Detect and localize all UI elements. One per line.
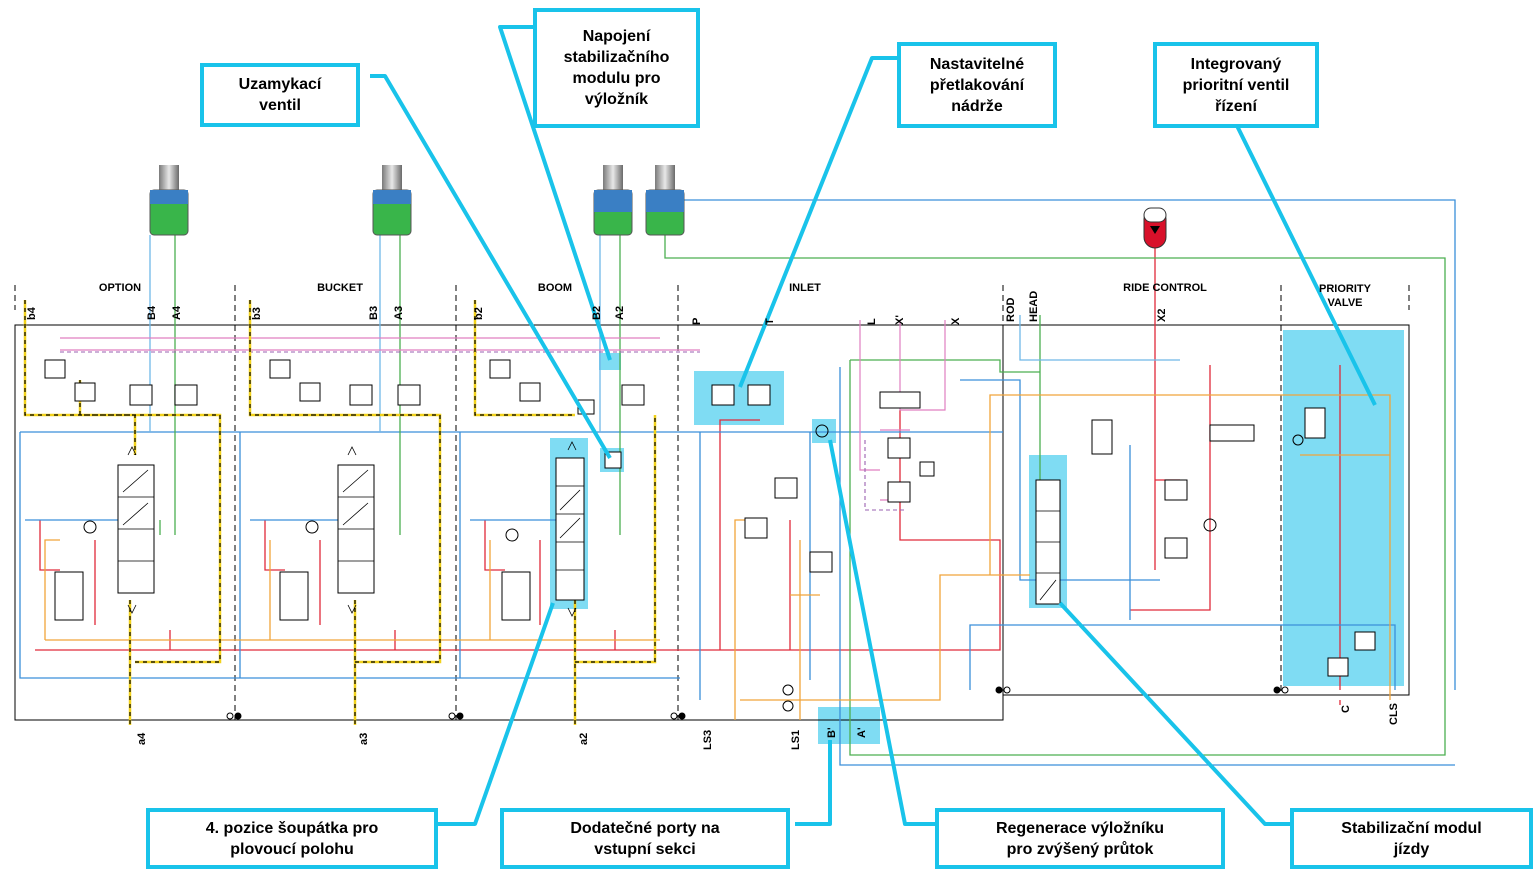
leader-regenerace <box>828 439 935 826</box>
pilot-yellow-lines <box>23 300 657 725</box>
highlight-priority-valve <box>1283 330 1404 686</box>
port-P: P <box>691 317 703 325</box>
port-A4: A4 <box>171 305 183 320</box>
port-HEAD: HEAD <box>1028 290 1040 322</box>
cylinders <box>149 165 1167 249</box>
section-frames <box>14 285 1410 721</box>
port-X: X <box>950 317 962 325</box>
port-a2: a2 <box>578 732 590 745</box>
section-label-boom: BOOM <box>537 282 573 294</box>
spool-detail <box>118 441 1060 617</box>
callout-nastavitelne-pretlakovani: Nastavitelné přetlakování nádrže <box>897 42 1057 128</box>
port-b3: b3 <box>251 307 263 320</box>
leader-stabilizacni <box>1058 601 1290 826</box>
port-L: L <box>866 318 878 325</box>
port-a3: a3 <box>358 732 370 745</box>
port-B2: B2 <box>591 305 603 320</box>
leader-napojeni <box>498 25 612 361</box>
section-label-priority-valve: PRIORITY VALVE <box>1319 283 1371 309</box>
port-CLS: CLS <box>1388 703 1400 725</box>
callout-uzamykaci-ventil: Uzamykací ventil <box>200 63 360 127</box>
callout-dodatecne-porty: Dodatečné porty na vstupní sekci <box>500 808 790 869</box>
load-sense-lines <box>44 394 1391 720</box>
callout-integrovany-prioritni-ventil: Integrovaný prioritní ventil řízení <box>1153 42 1319 128</box>
section-label-ride-control: RIDE CONTROL <box>1123 282 1207 294</box>
cylinder-option <box>149 165 189 236</box>
callout-stabilizacni-modul: Stabilizační modul jízdy <box>1290 808 1533 869</box>
port-X2: X2 <box>1156 308 1168 322</box>
accumulator <box>1143 207 1167 249</box>
callout-leaders <box>370 25 1377 826</box>
pilot-lines <box>60 320 946 501</box>
cylinder-boom-2 <box>645 165 685 236</box>
leader-nastavitelne <box>738 56 897 388</box>
section-label-bucket: BUCKET <box>317 282 363 294</box>
port-Ap: A' <box>856 727 868 738</box>
cylinder-boom-1 <box>593 165 633 236</box>
callout-regenerace-vyloziku: Regenerace výložníku pro zvýšený průtok <box>935 808 1225 869</box>
port-A2: A2 <box>614 305 626 320</box>
port-T: T <box>764 318 776 325</box>
check-valves <box>83 424 1304 712</box>
boom-spool <box>555 457 585 601</box>
highlight-boom-connection <box>599 353 621 370</box>
port-B4: B4 <box>146 305 158 320</box>
leader-dodatecne <box>795 740 832 826</box>
work-port-lines <box>159 235 1446 756</box>
port-b4: b4 <box>26 307 38 320</box>
valve-components <box>44 359 1376 677</box>
leader-pozice <box>438 602 555 826</box>
section-label-inlet: INLET <box>789 282 821 294</box>
callout-napojeni-modulu: Napojení stabilizačního modulu pro výlož… <box>533 8 700 128</box>
section-spools <box>117 457 1061 605</box>
port-LS1: LS1 <box>790 729 802 750</box>
port-B3: B3 <box>368 305 380 320</box>
port-markers <box>226 686 1289 720</box>
port-b2: b2 <box>473 307 485 320</box>
port-Xp: X' <box>894 315 906 325</box>
port-ROD: ROD <box>1005 297 1017 322</box>
port-A3: A3 <box>393 305 405 320</box>
port-C: C <box>1340 705 1352 713</box>
cylinder-bucket <box>372 165 412 236</box>
leader-uzamykaci <box>370 74 612 460</box>
port-a4: a4 <box>136 732 148 745</box>
port-Bp: B' <box>826 727 838 738</box>
callout-4-pozice-soupatka: 4. pozice šoupátka pro plovoucí polohu <box>146 808 438 869</box>
port-LS3: LS3 <box>702 729 714 750</box>
pressure-lines <box>35 240 1341 705</box>
pilot-lines-dashed <box>60 351 905 511</box>
aux-lines <box>149 235 1180 432</box>
section-label-option: OPTION <box>98 282 142 294</box>
highlight-extra-ports <box>818 707 880 744</box>
